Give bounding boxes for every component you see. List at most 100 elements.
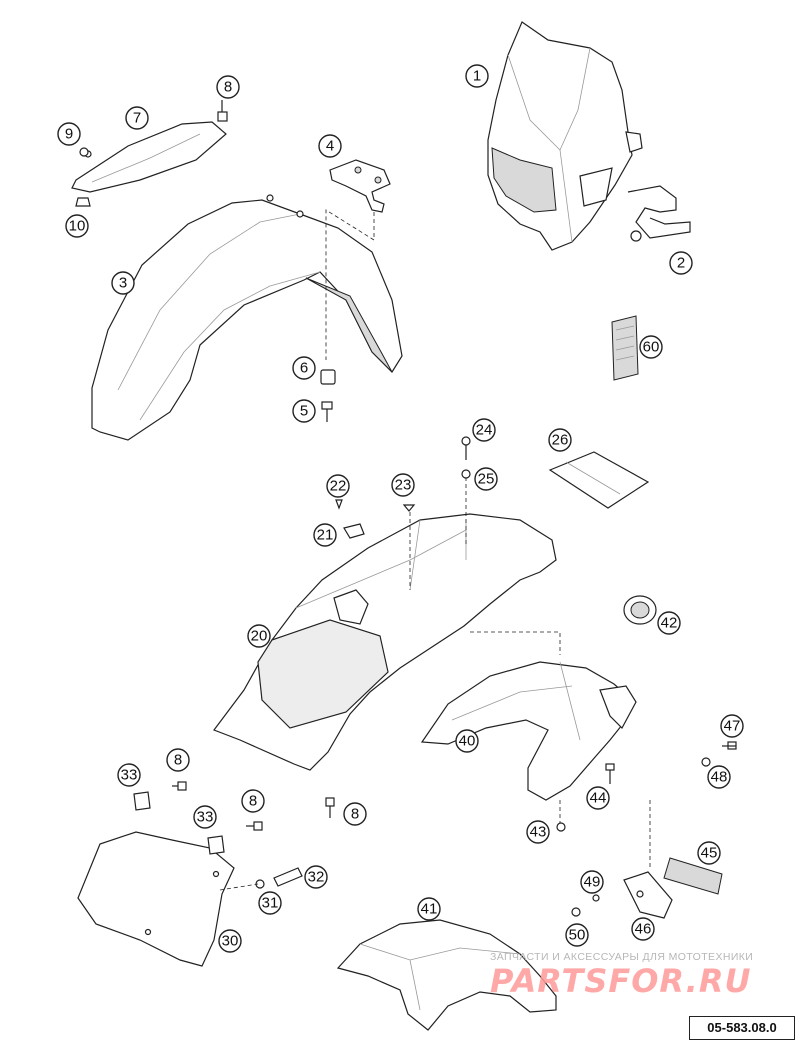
callout-2: 2 (669, 251, 693, 275)
callout-60: 60 (639, 335, 663, 359)
svg-text:22: 22 (330, 478, 347, 495)
headlight-clamp-part (627, 185, 691, 242)
svg-text:1: 1 (473, 68, 481, 85)
callout-33a: 33 (117, 763, 141, 787)
svg-text:23: 23 (395, 477, 412, 494)
svg-text:3: 3 (119, 275, 127, 292)
screw-47-part (722, 741, 737, 750)
screw-top-part (217, 100, 228, 122)
screw-8d-part (325, 797, 335, 818)
callout-8d: 8 (343, 802, 367, 826)
svg-text:7: 7 (133, 110, 141, 127)
callout-5: 5 (292, 399, 316, 423)
callout-1: 1 (465, 64, 489, 88)
svg-text:8: 8 (224, 79, 232, 96)
headlight-mask-part (487, 21, 643, 251)
screw-8c-part (246, 821, 263, 831)
svg-text:26: 26 (552, 432, 569, 449)
callout-24: 24 (472, 418, 496, 442)
fender-bracket-part (329, 159, 391, 213)
clip-33b-part (207, 835, 225, 855)
svg-text:10: 10 (69, 218, 86, 235)
callout-41: 41 (417, 897, 441, 921)
screw-8b-part (172, 781, 187, 791)
svg-text:6: 6 (300, 360, 308, 377)
washer-49-part (592, 894, 600, 902)
svg-text:25: 25 (478, 471, 495, 488)
callout-33b: 33 (193, 805, 217, 829)
svg-text:2: 2 (677, 255, 685, 272)
clip-21-part (343, 523, 365, 539)
screw-9-part (79, 147, 89, 157)
washer-25-part (461, 469, 471, 479)
svg-text:48: 48 (711, 769, 728, 786)
callout-32: 32 (304, 865, 328, 889)
svg-text:32: 32 (308, 869, 325, 886)
callout-23: 23 (391, 473, 415, 497)
svg-text:44: 44 (590, 790, 607, 807)
svg-text:50: 50 (569, 927, 586, 944)
svg-text:41: 41 (421, 901, 438, 918)
callout-40: 40 (455, 729, 479, 753)
reflector-part (663, 857, 723, 895)
callout-8a: 8 (216, 75, 240, 99)
screw-22-part (335, 499, 343, 510)
callout-9: 9 (57, 122, 81, 146)
svg-text:8: 8 (174, 752, 182, 769)
watermark-tagline: ЗАПЧАСТИ И АКСЕССУАРЫ ДЛЯ МОТОТЕХНИКИ (490, 951, 754, 963)
plate-part (77, 831, 235, 967)
strip-part (71, 121, 227, 193)
svg-text:8: 8 (249, 793, 257, 810)
clip-33a-part (133, 791, 151, 811)
svg-text:24: 24 (476, 422, 493, 439)
svg-text:4: 4 (326, 138, 334, 155)
svg-text:33: 33 (197, 809, 214, 826)
svg-text:46: 46 (635, 921, 652, 938)
washer-48-part (701, 757, 711, 767)
plate-bracket-part (623, 871, 673, 919)
svg-text:45: 45 (701, 845, 718, 862)
callout-26: 26 (548, 428, 572, 452)
screw-44-part (605, 763, 615, 784)
bolt-5-part (321, 401, 333, 422)
screw-23-part (402, 504, 416, 512)
svg-text:47: 47 (724, 718, 741, 735)
sponge-part (611, 315, 639, 381)
callout-25: 25 (474, 467, 498, 491)
callout-49: 49 (580, 870, 604, 894)
callout-3: 3 (111, 271, 135, 295)
rear-section-part (213, 513, 557, 771)
front-fender-part (91, 194, 403, 441)
callout-10: 10 (65, 214, 89, 238)
lower-fender-part (336, 919, 557, 1031)
callout-50: 50 (565, 923, 589, 947)
svg-text:33: 33 (121, 767, 138, 784)
callout-46: 46 (631, 917, 655, 941)
bolt-32-part (273, 867, 303, 887)
svg-text:43: 43 (530, 824, 547, 841)
callout-48: 48 (707, 765, 731, 789)
svg-text:8: 8 (351, 806, 359, 823)
watermark-logo: PARTSFOR.RU (490, 962, 752, 1000)
nut-43-part (556, 822, 566, 832)
callout-44: 44 (586, 786, 610, 810)
callout-8b: 8 (166, 748, 190, 772)
callout-31: 31 (258, 891, 282, 915)
svg-text:21: 21 (317, 527, 334, 544)
reference-number: 05-583.08.0 (689, 1016, 795, 1040)
callout-20: 20 (247, 624, 271, 648)
rear-fender-part (420, 661, 637, 801)
svg-text:40: 40 (459, 733, 476, 750)
svg-text:60: 60 (643, 339, 660, 356)
svg-text:5: 5 (300, 403, 308, 420)
callout-8c: 8 (241, 789, 265, 813)
svg-text:42: 42 (661, 615, 678, 632)
pads-part (548, 451, 650, 509)
callout-22: 22 (326, 474, 350, 498)
svg-text:9: 9 (65, 126, 73, 143)
callout-21: 21 (313, 523, 337, 547)
callout-30: 30 (218, 929, 242, 953)
svg-text:49: 49 (584, 874, 601, 891)
callout-4: 4 (318, 134, 342, 158)
